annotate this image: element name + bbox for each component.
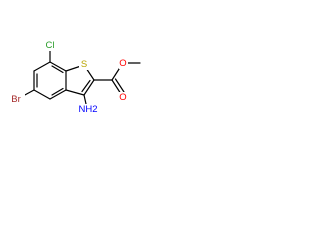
bond-c3-c3a xyxy=(65,89,85,96)
benzene-ring-bonds xyxy=(33,61,67,100)
atom-bromine: Br xyxy=(8,94,25,105)
molecule-structure: Cl S O O Br NH2 xyxy=(8,40,141,115)
atom-carbonyl-oxygen: O xyxy=(119,58,128,69)
bond-c3a-c4 xyxy=(49,89,67,100)
bond-c4-c5 xyxy=(33,89,51,100)
bond-carbonyl-o-double-b xyxy=(114,78,125,93)
atom-double-bond-oxygen: O xyxy=(119,92,128,103)
bond-c3-n xyxy=(83,94,87,105)
bond-c6-c7 xyxy=(33,61,51,72)
chlorine-label: Cl xyxy=(46,40,55,51)
atom-chlorine: Cl xyxy=(42,40,59,51)
amino-label: NH2 xyxy=(78,104,97,115)
double-bond-c7-c7a xyxy=(51,65,64,74)
sulfur-label: S xyxy=(81,59,87,70)
bond-c2-c3 xyxy=(83,79,95,96)
atom-sulfur: S xyxy=(79,59,89,70)
bond-c7-c7a xyxy=(49,61,67,72)
bromine-label: Br xyxy=(11,94,21,105)
double-bond-c3a-c4 xyxy=(51,87,64,96)
bond-carbonyl-o-double-a xyxy=(111,79,122,95)
atom-amino: NH2 xyxy=(78,104,100,115)
substituent-bonds xyxy=(22,50,141,105)
atom-labels: Cl S O O Br NH2 xyxy=(8,40,128,115)
double-bond-c2-c3 xyxy=(81,79,91,93)
carbonyl-oxygen-label: O xyxy=(119,92,126,103)
ester-oxygen-label: O xyxy=(119,58,126,69)
